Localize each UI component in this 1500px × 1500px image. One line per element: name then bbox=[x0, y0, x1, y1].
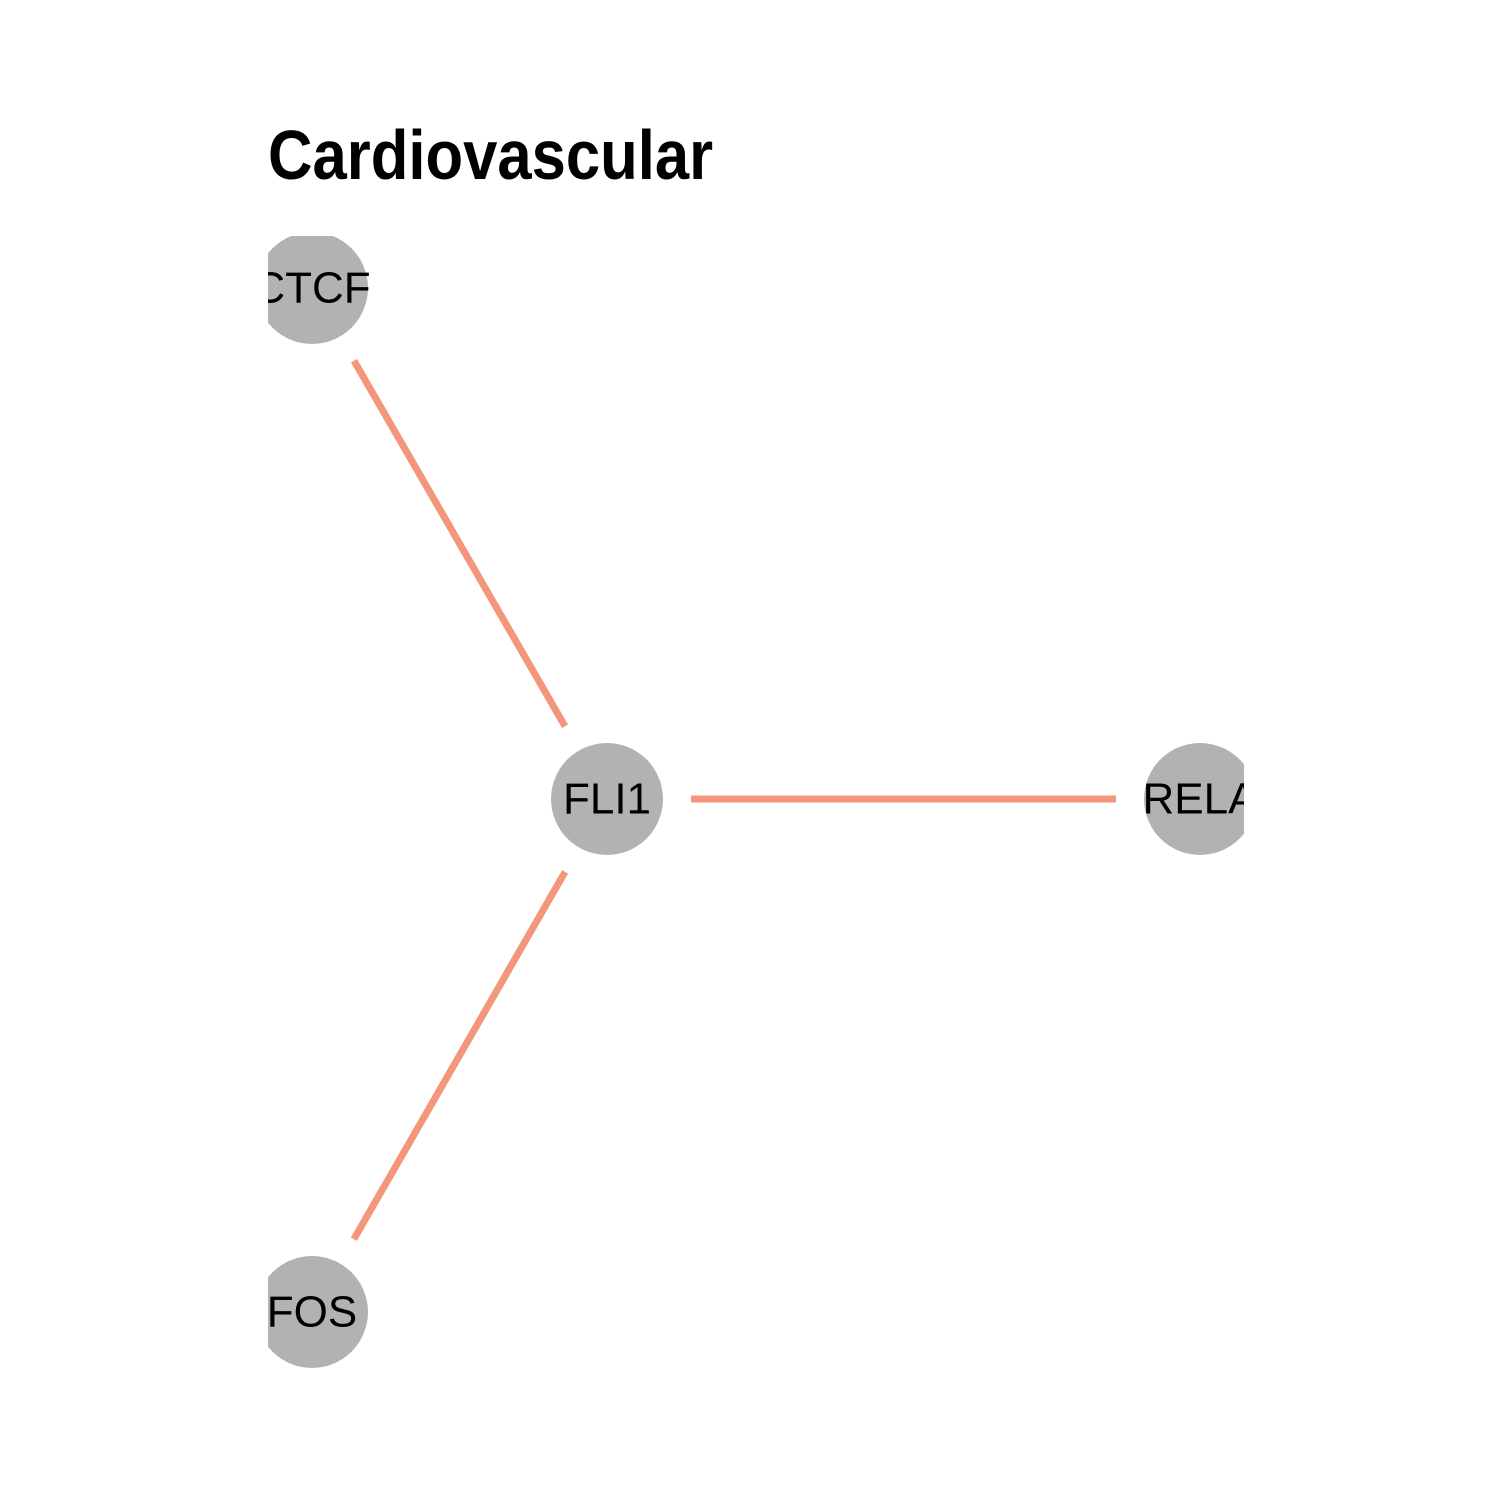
node-label-fos: FOS bbox=[267, 1288, 357, 1337]
node-label-ctcf: CTCF bbox=[253, 264, 370, 313]
node-circle-rela bbox=[1144, 743, 1244, 855]
edge-fli1-fos bbox=[350, 870, 569, 1241]
node-label-fli1: FLI1 bbox=[563, 775, 651, 824]
edges-layer bbox=[350, 358, 1116, 1241]
node-rela: RELA bbox=[1143, 743, 1259, 855]
node-circle-fos bbox=[268, 1256, 368, 1368]
node-fli1: FLI1 bbox=[551, 743, 663, 855]
nodes-layer: CTCF FLI1 RELA FOS bbox=[253, 236, 1259, 1368]
node-fos: FOS bbox=[267, 1256, 368, 1368]
node-label-rela: RELA bbox=[1143, 775, 1259, 824]
node-circle-fli1 bbox=[551, 743, 663, 855]
node-circle-ctcf bbox=[268, 236, 368, 344]
node-ctcf: CTCF bbox=[253, 236, 371, 344]
page-title: Cardiovascular bbox=[268, 116, 714, 194]
edge-fli1-ctcf bbox=[350, 358, 569, 729]
